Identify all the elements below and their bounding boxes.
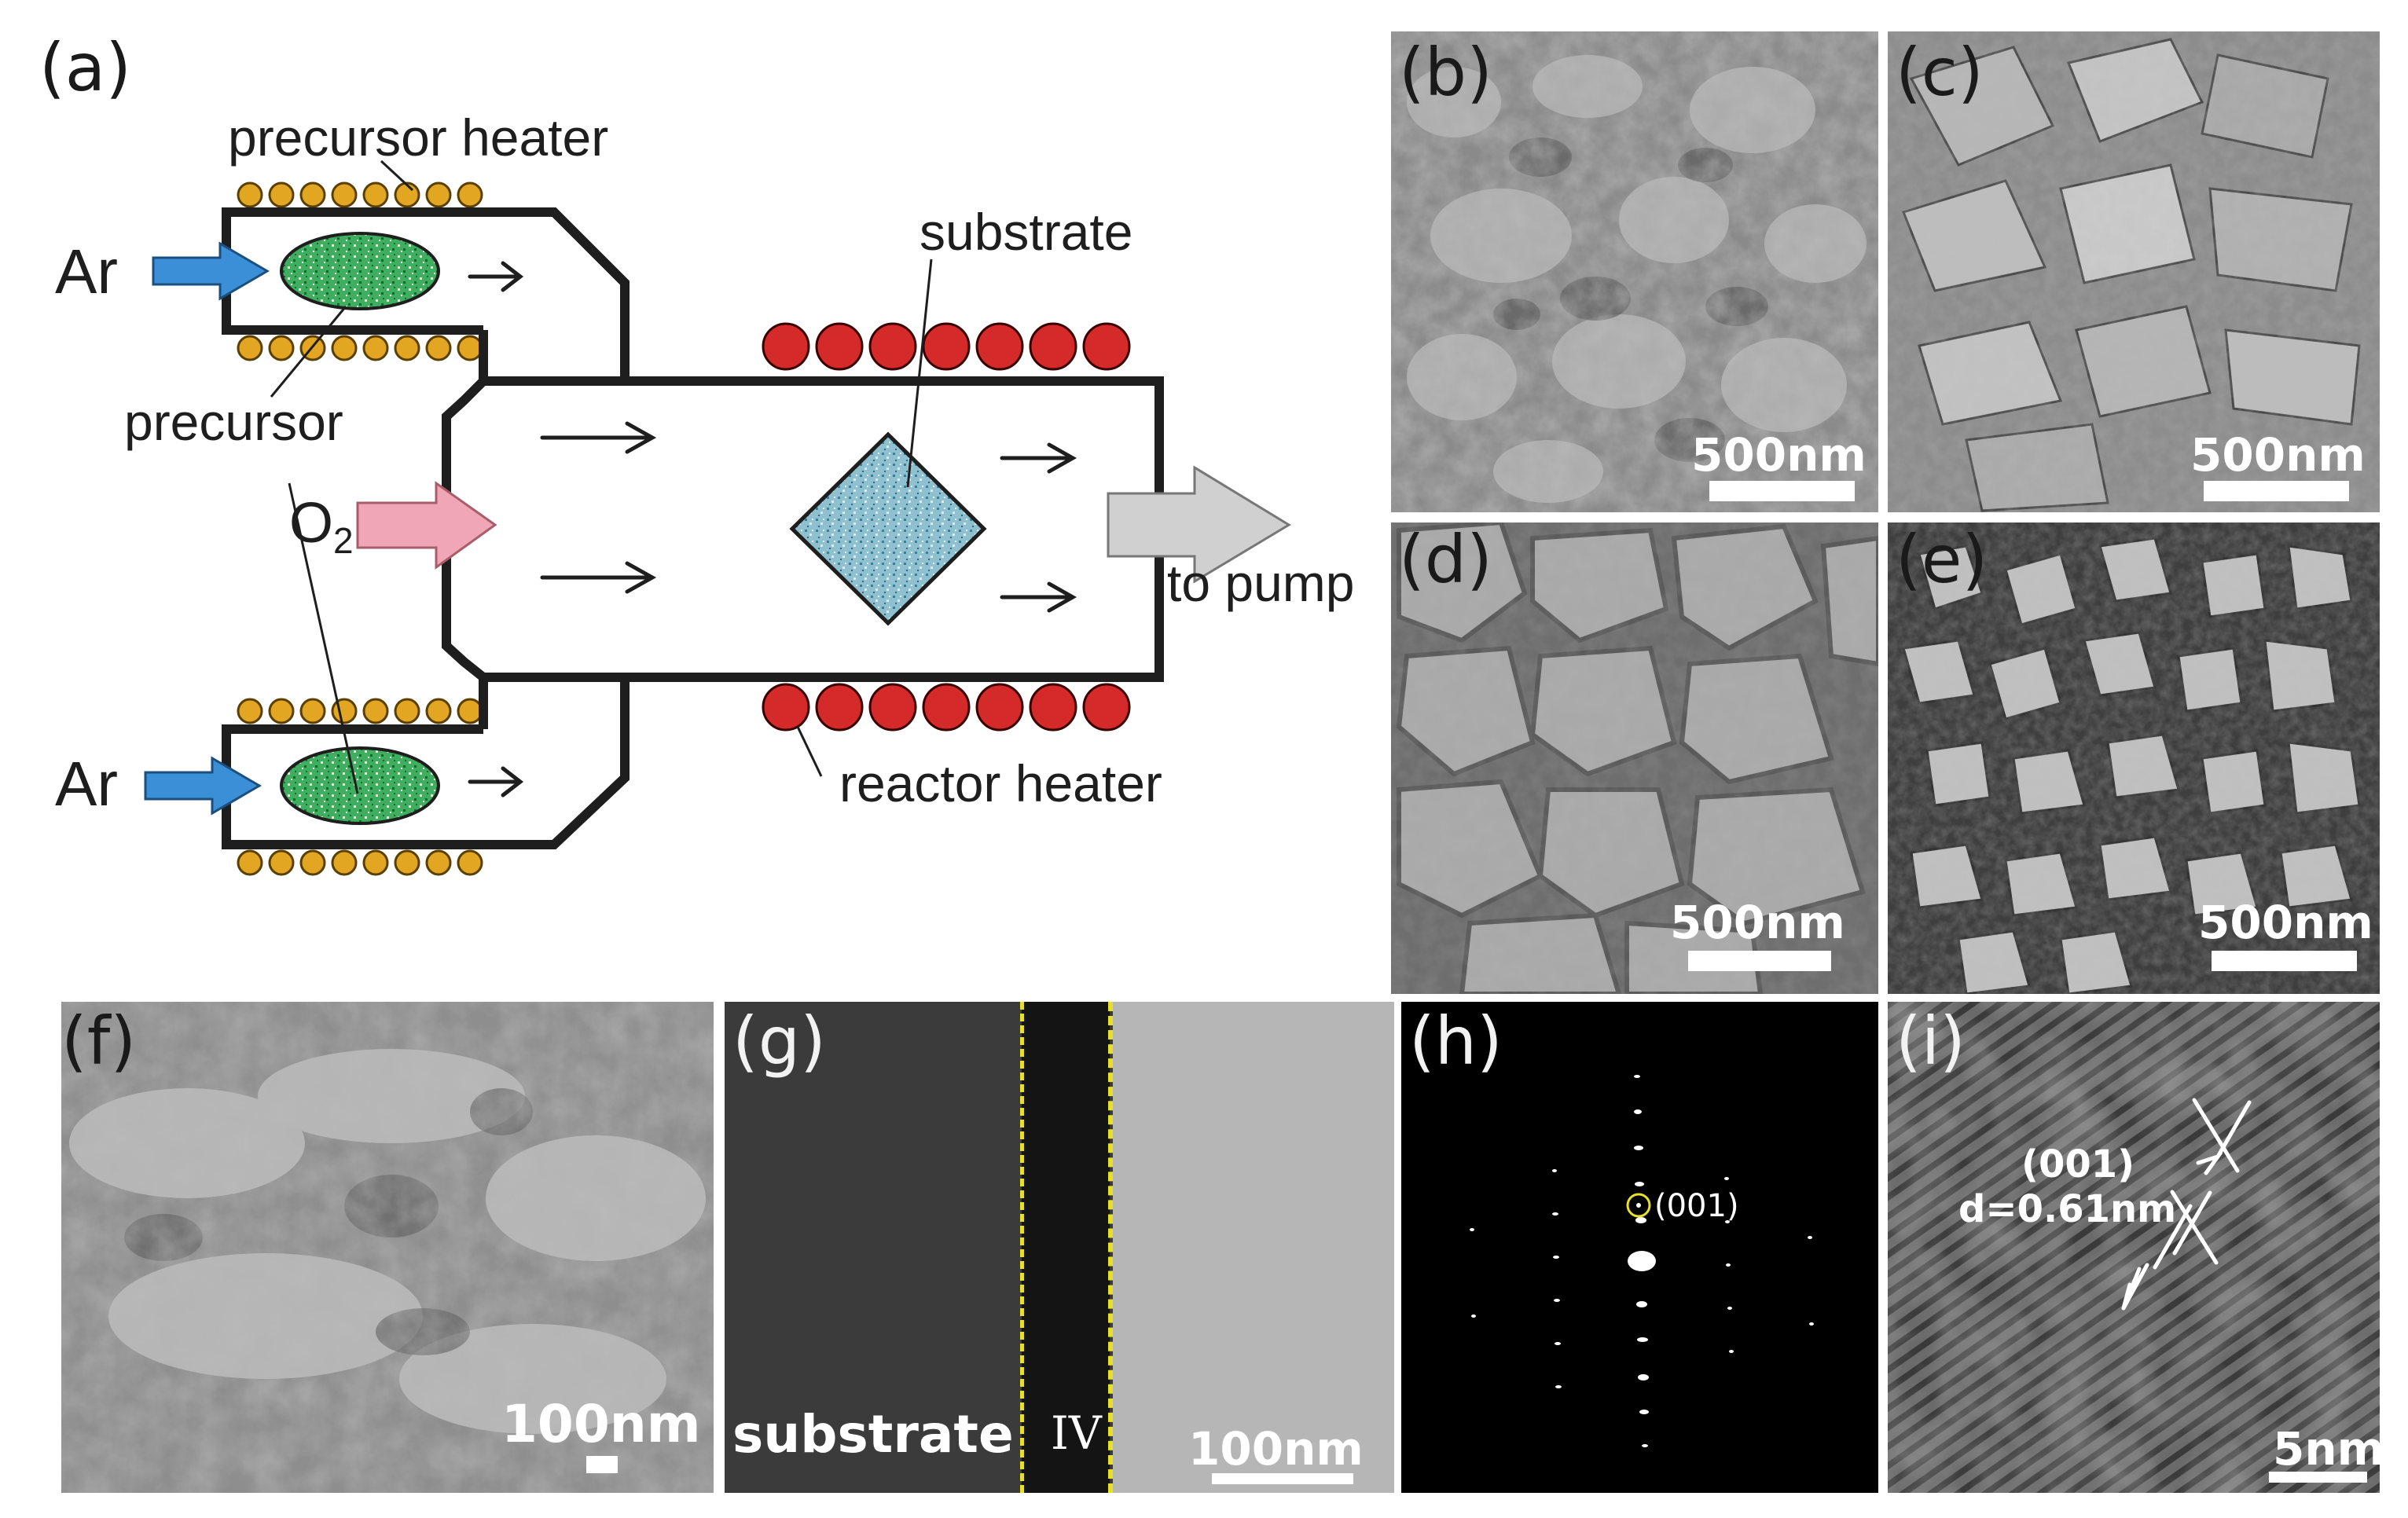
diffraction-spots xyxy=(1470,1075,1814,1447)
panel-label-e: (e) xyxy=(1896,522,1988,598)
precursor-heater-coils xyxy=(237,182,483,876)
callout-leader-lines xyxy=(270,160,933,794)
scale-bar-c xyxy=(2204,481,2349,501)
layer-label-iv: IV xyxy=(1051,1406,1102,1460)
ar-inlet-arrow-top xyxy=(152,241,270,301)
panel-label-g: (g) xyxy=(732,1003,826,1080)
ar-inlet-arrow-bottom xyxy=(144,756,262,816)
sem-texture-d xyxy=(1391,522,1878,994)
panel-h-saed-pattern: (h) (001) xyxy=(1401,1002,1878,1493)
scale-bar-d xyxy=(1688,951,1831,971)
panel-g-tem-image: (g) substrate IV 100nm xyxy=(725,1002,1394,1493)
spot-001-label: (001) xyxy=(1654,1188,1739,1224)
d-spacing-label: d=0.61nm xyxy=(1958,1187,2177,1231)
panel-label-c: (c) xyxy=(1896,34,1984,111)
precursor-source-top xyxy=(280,232,440,310)
panel-f-sem-image: (f) 100nm xyxy=(61,1002,714,1493)
panel-a-schematic: (a) xyxy=(0,0,1399,990)
label-o2: O2 xyxy=(289,492,354,561)
sem-texture-f xyxy=(61,1002,714,1493)
resin-region xyxy=(1113,1002,1394,1493)
scale-bar-b xyxy=(1709,481,1855,501)
scale-bar-f xyxy=(586,1456,618,1473)
cvd-schematic: precursor heater Ar Ar precursor O2 subs… xyxy=(55,108,1354,876)
interface-line-left xyxy=(1020,1002,1024,1493)
gas-flow-arrows xyxy=(468,261,1077,798)
substrate-wafer xyxy=(789,431,987,626)
label-to-pump: to pump xyxy=(1167,554,1354,612)
scale-label-c: 500nm xyxy=(2190,428,2366,482)
panel-label-a: (a) xyxy=(39,29,132,106)
scale-label-e: 500nm xyxy=(2198,896,2373,949)
label-substrate: substrate xyxy=(920,203,1132,261)
panel-label-f: (f) xyxy=(61,1003,137,1080)
label-precursor-heater: precursor heater xyxy=(228,108,608,167)
scale-bar-i xyxy=(2269,1472,2367,1483)
plane-label-001: (001) xyxy=(2021,1142,2135,1186)
scale-label-b: 500nm xyxy=(1691,428,1867,482)
scale-label-f: 100nm xyxy=(501,1394,701,1454)
panel-label-i: (i) xyxy=(1896,1003,1966,1080)
label-ar-top: Ar xyxy=(55,236,118,306)
label-precursor: precursor xyxy=(124,393,343,451)
o2-inlet-arrow xyxy=(356,481,497,570)
sem-texture-b xyxy=(1391,31,1878,512)
panel-i-hrtem-image: (i) (001) d=0.61nm 5nm xyxy=(1888,1002,2380,1493)
lattice-fringes xyxy=(1888,1002,2380,1493)
precursor-source-bottom xyxy=(280,746,440,825)
substrate-region xyxy=(725,1002,1022,1493)
sem-texture-c xyxy=(1888,31,2380,512)
panel-e-sem-image: (e) 500nm xyxy=(1888,522,2380,994)
panel-b-sem-image: (b) 500nm xyxy=(1391,31,1878,512)
spot-001-marker xyxy=(1626,1193,1651,1218)
panel-label-b: (b) xyxy=(1399,34,1492,111)
reactor-heater-coils xyxy=(762,322,1131,732)
scale-label-g: 100nm xyxy=(1188,1422,1364,1476)
label-ar-bottom: Ar xyxy=(55,749,118,819)
panel-c-sem-image: (c) 500nm xyxy=(1888,31,2380,512)
interface-line-right xyxy=(1108,1002,1113,1493)
panel-label-h: (h) xyxy=(1409,1003,1503,1080)
scale-label-d: 500nm xyxy=(1670,896,1845,949)
scale-bar-g xyxy=(1212,1473,1353,1484)
film-layer-region xyxy=(1022,1002,1110,1493)
panel-d-sem-image: (d) 500nm xyxy=(1391,522,1878,994)
panel-label-d: (d) xyxy=(1399,522,1492,598)
scale-bar-e xyxy=(2212,951,2357,971)
label-reactor-heater: reactor heater xyxy=(839,754,1162,812)
pump-outlet-arrow xyxy=(1107,465,1291,584)
sem-texture-e xyxy=(1888,522,2380,994)
scale-label-i: 5nm xyxy=(2273,1422,2380,1476)
substrate-label: substrate xyxy=(732,1404,1014,1465)
